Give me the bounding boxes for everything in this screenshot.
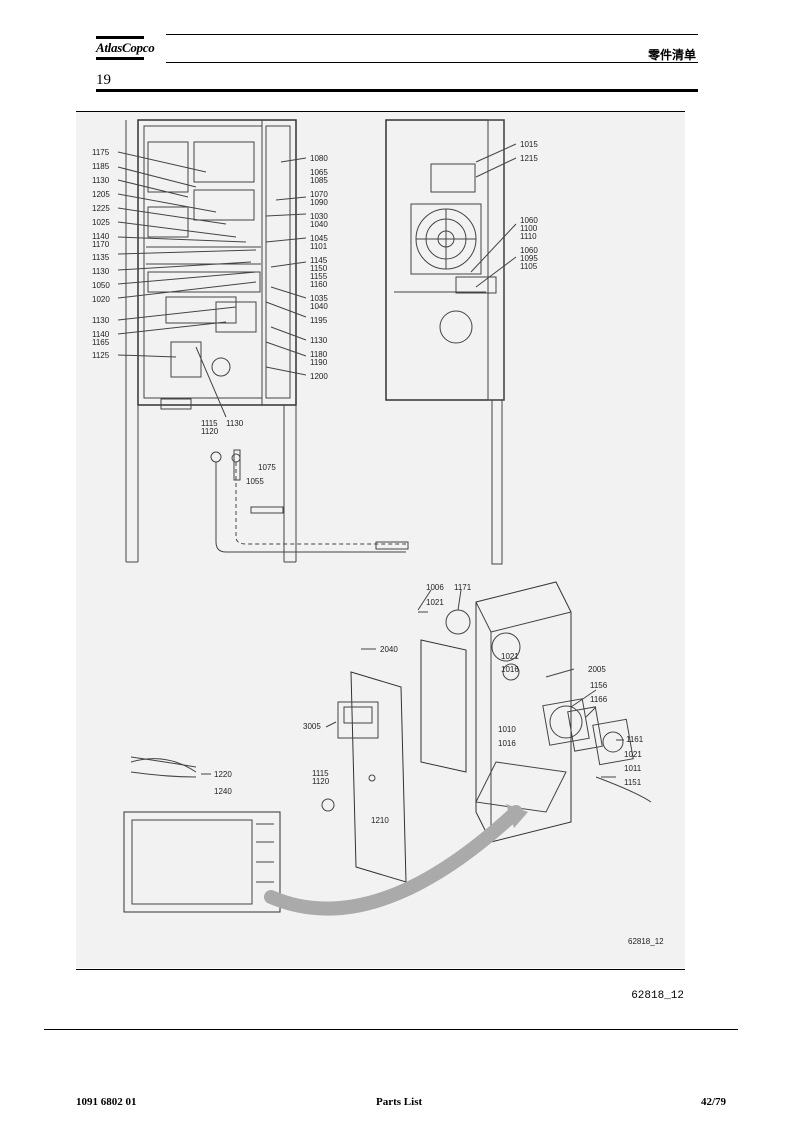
footer-rule bbox=[44, 1029, 738, 1030]
callout: 1021 bbox=[501, 652, 519, 661]
callout: 1210 bbox=[371, 816, 389, 825]
callout: 1095 bbox=[520, 254, 538, 263]
callout: 1010 bbox=[498, 725, 516, 734]
callout: 1155 bbox=[310, 272, 328, 281]
logo-bar-bottom bbox=[96, 57, 144, 60]
callout: 1130 bbox=[92, 176, 110, 185]
callout: 1090 bbox=[310, 198, 328, 207]
header-rule-top bbox=[166, 34, 698, 35]
callout: 1195 bbox=[310, 316, 328, 325]
callout: 1035 bbox=[310, 294, 328, 303]
document-number: 1091 6802 01 bbox=[76, 1096, 137, 1108]
callout: 1156 bbox=[590, 681, 608, 690]
callout: 1125 bbox=[92, 351, 110, 360]
callout: 1020 bbox=[92, 295, 110, 304]
callout: 1150 bbox=[310, 264, 328, 273]
callout: 1240 bbox=[214, 787, 232, 796]
callout: 1166 bbox=[590, 695, 608, 704]
callout: 1040 bbox=[310, 220, 328, 229]
callout: 1180 bbox=[310, 350, 328, 359]
callout: 1105 bbox=[520, 262, 538, 271]
callout: 1101 bbox=[310, 242, 328, 251]
header-rule-thick bbox=[96, 89, 698, 92]
callout: 1130 bbox=[92, 316, 110, 325]
callout: 1006 bbox=[426, 583, 444, 592]
callout: 1085 bbox=[310, 176, 328, 185]
callout: 1130 bbox=[226, 419, 244, 428]
callout: 1170 bbox=[92, 240, 110, 249]
callout: 1060 bbox=[520, 216, 538, 225]
callout: 1120 bbox=[312, 777, 330, 786]
callout: 1151 bbox=[624, 778, 642, 787]
callout: 1160 bbox=[310, 280, 328, 289]
callout: 1016 bbox=[498, 739, 516, 748]
header-rule-middle bbox=[166, 62, 698, 63]
callout: 1171 bbox=[454, 583, 472, 592]
callout: 1030 bbox=[310, 212, 328, 221]
callout: 1175 bbox=[92, 148, 110, 157]
callout: 1190 bbox=[310, 358, 328, 367]
callout: 1165 bbox=[92, 338, 110, 347]
figure-rule-bottom bbox=[76, 969, 685, 970]
callout: 1065 bbox=[310, 168, 328, 177]
figure-code: 62818_12 bbox=[628, 937, 664, 946]
callout: 1200 bbox=[310, 372, 328, 381]
page-title: 零件清单 bbox=[647, 48, 696, 62]
callout: 1015 bbox=[520, 140, 538, 149]
figure-rule-top bbox=[76, 111, 685, 112]
callout: 1225 bbox=[92, 204, 110, 213]
callout: 1060 bbox=[520, 246, 538, 255]
callout: 1145 bbox=[310, 256, 328, 265]
callout: 1016 bbox=[501, 665, 519, 674]
callout: 1135 bbox=[92, 253, 110, 262]
callout: 2005 bbox=[588, 665, 606, 674]
callout: 1045 bbox=[310, 234, 328, 243]
callout: 1140 bbox=[92, 330, 110, 339]
callout: 1075 bbox=[258, 463, 276, 472]
callout: 1055 bbox=[246, 477, 264, 486]
section-number: 19 bbox=[96, 72, 111, 88]
callout: 1110 bbox=[520, 232, 537, 241]
document-title: Parts List bbox=[376, 1096, 423, 1108]
callout: 1025 bbox=[92, 218, 110, 227]
callout: 1040 bbox=[310, 302, 328, 311]
callout: 1021 bbox=[624, 750, 642, 759]
callout: 1215 bbox=[520, 154, 538, 163]
callout: 1100 bbox=[520, 224, 538, 233]
callout: 1220 bbox=[214, 770, 232, 779]
callout: 1011 bbox=[624, 764, 642, 773]
callout: 1130 bbox=[310, 336, 328, 345]
reference-code: 62818_12 bbox=[631, 990, 684, 1002]
callout: 1050 bbox=[92, 281, 110, 290]
callout: 1161 bbox=[626, 735, 644, 744]
callout: 1070 bbox=[310, 190, 328, 199]
callout: 1080 bbox=[310, 154, 328, 163]
atlas-copco-logo: AtlasCopco bbox=[96, 40, 155, 55]
callout: 1120 bbox=[201, 427, 219, 436]
callout: 3005 bbox=[303, 722, 321, 731]
callout: 1130 bbox=[92, 267, 110, 276]
parts-drawing: 1175 1185 1130 1205 1225 1025 1140 1170 … bbox=[76, 112, 685, 968]
callout: 1185 bbox=[92, 162, 110, 171]
logo-bar-top bbox=[96, 36, 144, 39]
callout: 2040 bbox=[380, 645, 398, 654]
callout: 1115 bbox=[201, 419, 218, 428]
parts-drawing-svg: 1175 1185 1130 1205 1225 1025 1140 1170 … bbox=[92, 119, 664, 946]
callout: 1140 bbox=[92, 232, 110, 241]
callout: 1021 bbox=[426, 598, 444, 607]
callout: 1115 bbox=[312, 769, 329, 778]
callout: 1205 bbox=[92, 190, 110, 199]
page-number: 42/79 bbox=[700, 1096, 726, 1108]
